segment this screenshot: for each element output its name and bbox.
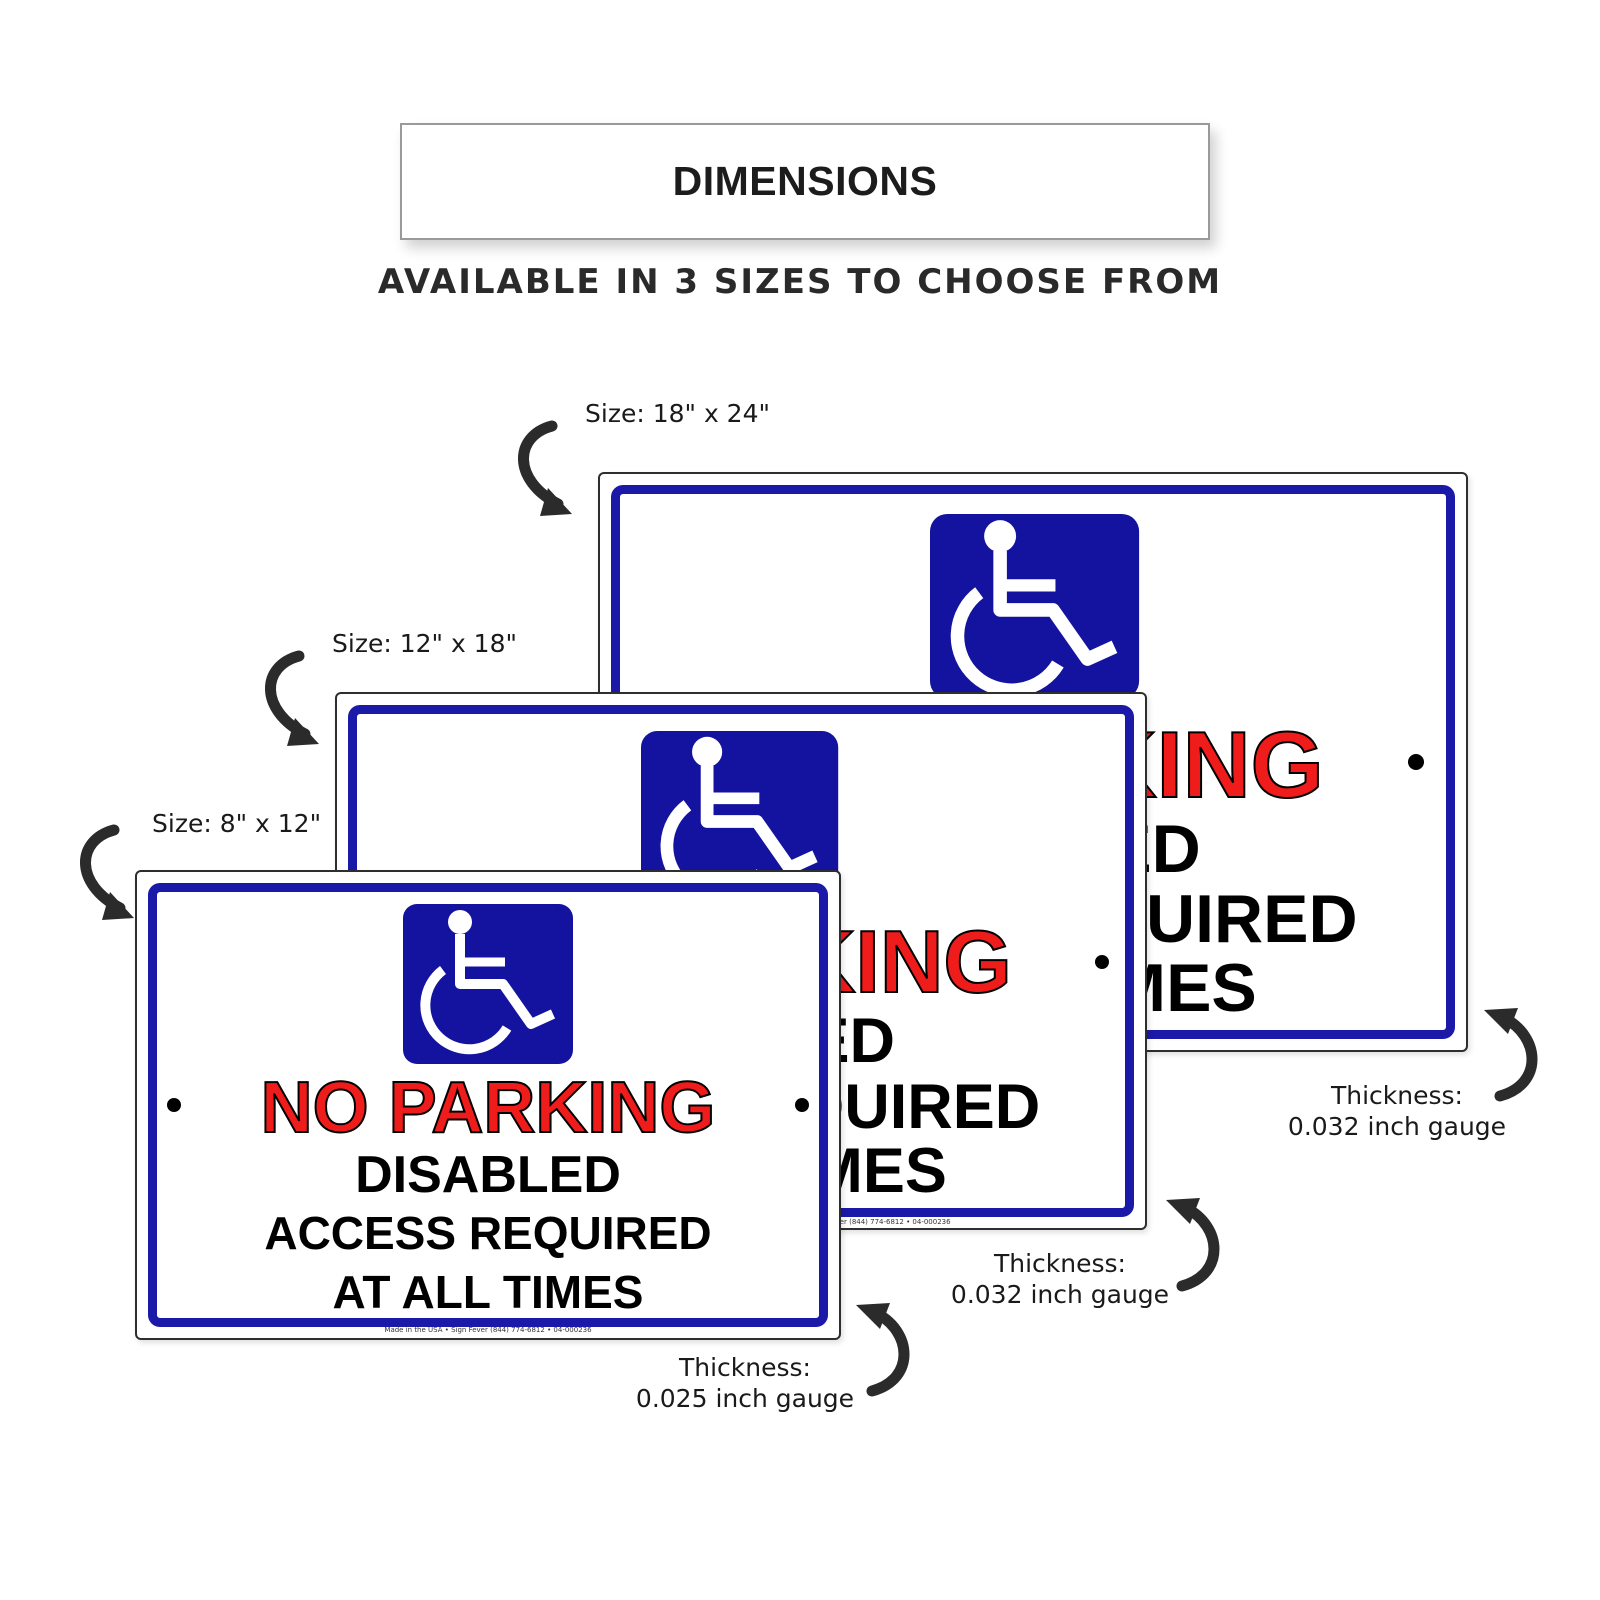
sign-line-times: AT ALL TIMES <box>333 1266 644 1318</box>
curved-arrow-icon <box>265 650 319 746</box>
wheelchair-icon <box>403 904 573 1064</box>
sign-footer: Made in the USA • Sign Fever (844) 774-6… <box>743 1218 951 1226</box>
thickness-heading: Thickness: <box>679 1353 811 1382</box>
thickness-value: 0.025 inch gauge <box>635 1384 855 1413</box>
size-label-medium: Size: 12" x 18" <box>332 629 517 658</box>
sign-border <box>148 883 828 1327</box>
size-label-small: Size: 8" x 12" <box>152 809 322 838</box>
wheelchair-icon <box>930 514 1140 699</box>
curved-arrow-icon <box>80 824 134 920</box>
curved-arrow-icon <box>856 1303 910 1397</box>
page-title: DIMENSIONS <box>672 158 938 204</box>
thickness-heading: Thickness: <box>1331 1081 1463 1110</box>
thickness-label-small: Thickness: 0.025 inch gauge <box>610 1352 880 1414</box>
thickness-value: 0.032 inch gauge <box>1287 1112 1507 1141</box>
thickness-value: 0.032 inch gauge <box>950 1280 1170 1309</box>
size-label-large: Size: 18" x 24" <box>585 399 770 428</box>
curved-arrow-icon <box>518 420 572 516</box>
curved-arrow-icon <box>1484 1008 1538 1102</box>
sign-small: NO PARKING DISABLED ACCESS REQUIRED AT A… <box>135 870 841 1340</box>
thickness-label-medium: Thickness: 0.032 inch gauge <box>925 1248 1195 1310</box>
sign-small-artwork: NO PARKING DISABLED ACCESS REQUIRED AT A… <box>167 904 809 1334</box>
page-subtitle: AVAILABLE IN 3 SIZES TO CHOOSE FROM <box>377 262 1223 302</box>
thickness-heading: Thickness: <box>994 1249 1126 1278</box>
sign-line-access: ACCESS REQUIRED <box>264 1207 711 1259</box>
sign-line-disabled: DISABLED <box>355 1146 621 1204</box>
thickness-label-large: Thickness: 0.032 inch gauge <box>1262 1080 1532 1142</box>
sign-line-no-parking: NO PARKING <box>261 1068 716 1148</box>
sign-footer: Made in the USA • Sign Fever (844) 774-6… <box>384 1326 592 1334</box>
curved-arrow-icon <box>1166 1198 1220 1292</box>
dimensions-title-box: DIMENSIONS <box>400 123 1210 240</box>
